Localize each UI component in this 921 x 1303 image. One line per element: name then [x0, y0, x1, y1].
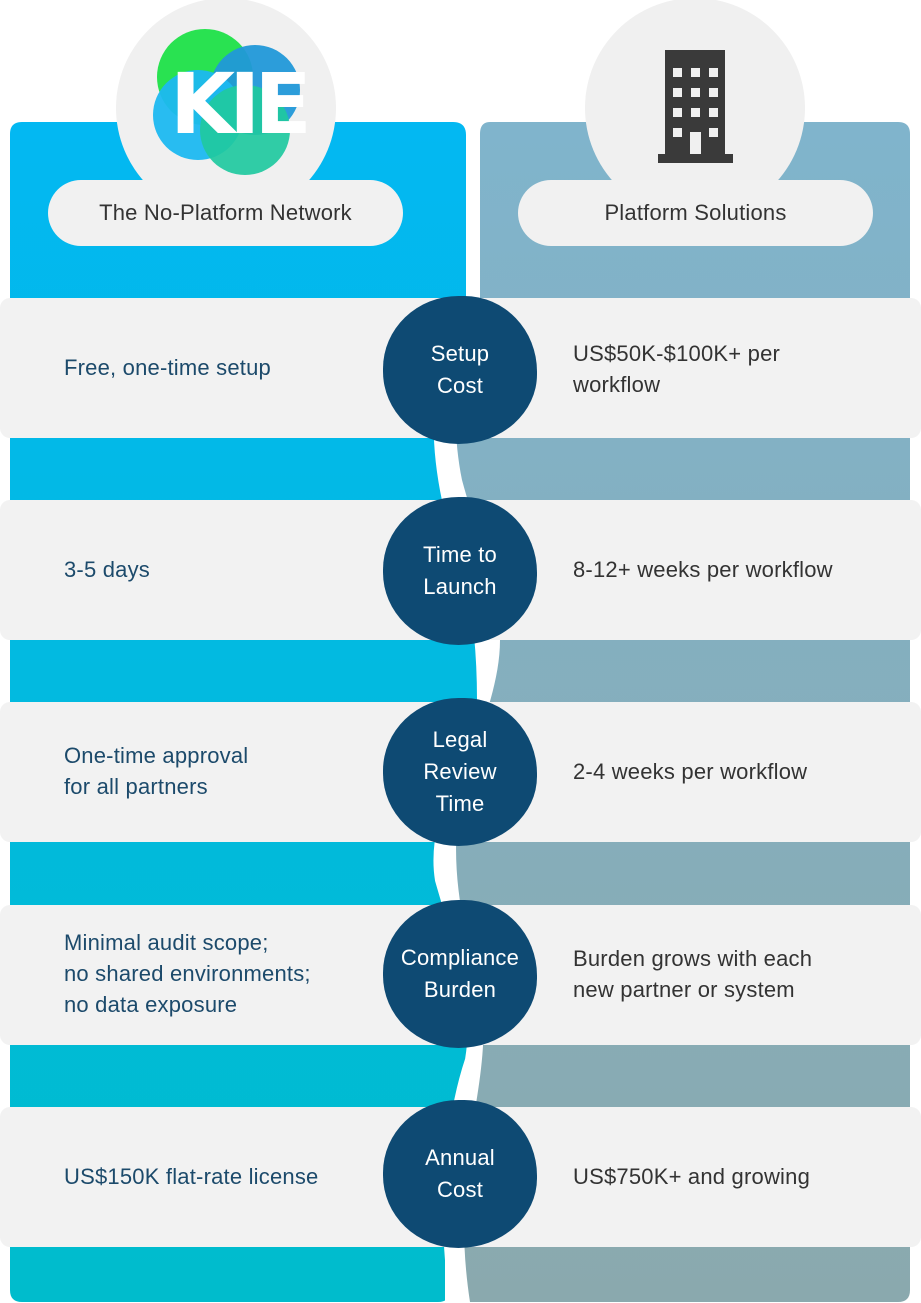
kie-logo-text: KIE [170, 55, 312, 153]
building-icon [658, 50, 733, 163]
criterion-label: Setup Cost [430, 341, 490, 398]
kie-logo-icon [153, 29, 300, 175]
left-column-title: The No-Platform Network [48, 180, 403, 246]
left-value: Minimal audit scope; no shared environme… [64, 930, 311, 1017]
criterion-badge: Setup Cost [383, 296, 537, 444]
criterion-badge: Annual Cost [383, 1100, 537, 1248]
left-value: Free, one-time setup [64, 355, 271, 380]
criterion-label: Time to Launch [423, 542, 497, 599]
right-value: US$750K+ and growing [573, 1164, 810, 1189]
right-column-title: Platform Solutions [518, 180, 873, 246]
right-value: 8-12+ weeks per workflow [573, 557, 833, 582]
criterion-badge: Legal Review Time [383, 698, 537, 846]
criterion-label: Legal Review Time [423, 727, 497, 816]
right-value: US$50K-$100K+ per workflow [573, 341, 781, 397]
criterion-label: Compliance Burden [400, 945, 520, 1002]
criterion-label: Annual Cost [425, 1145, 495, 1202]
criterion-badge: Time to Launch [383, 497, 537, 645]
left-value: 3-5 days [64, 557, 150, 582]
right-value: Burden grows with each new partner or sy… [573, 946, 813, 1002]
right-value: 2-4 weeks per workflow [573, 759, 808, 784]
left-value: One-time approval for all partners [64, 743, 249, 799]
left-value: US$150K flat-rate license [64, 1164, 319, 1189]
criterion-badge: Compliance Burden [383, 900, 537, 1048]
